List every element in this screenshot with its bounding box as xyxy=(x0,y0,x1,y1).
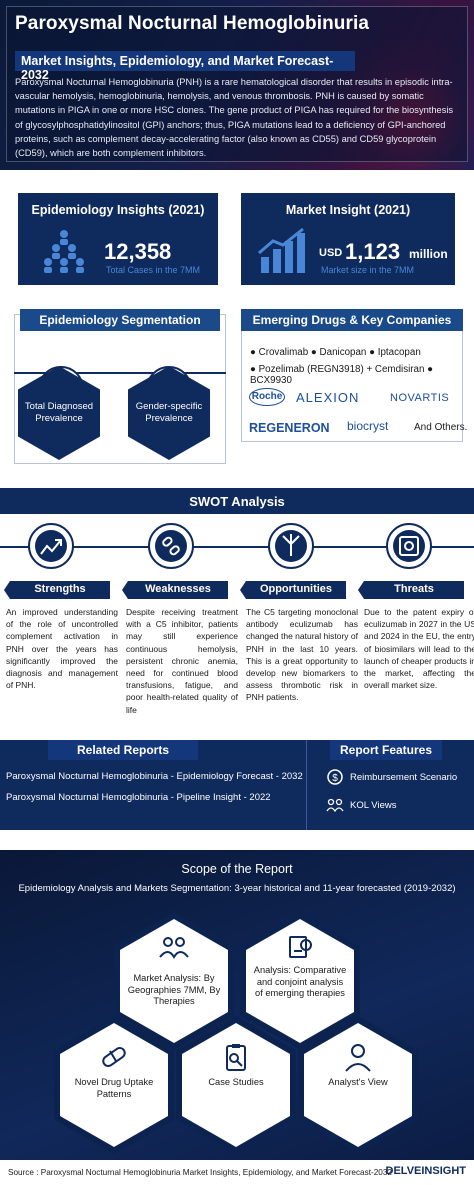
weaknesses-icon xyxy=(148,523,194,569)
market-unit: million xyxy=(409,247,448,261)
scope-item-label: Analyst's View xyxy=(328,1077,388,1087)
epidemiology-caption: Total Cases in the 7MM xyxy=(106,265,201,275)
report-feature-item: KOL Views xyxy=(350,800,397,811)
biocryst-logo: biocryst xyxy=(347,419,389,433)
related-reports-title: Related Reports xyxy=(48,740,198,760)
market-card-title: Market Insight (2021) xyxy=(285,203,411,217)
scope-item-label: Case Studies xyxy=(208,1077,264,1087)
epidemiology-card: Epidemiology Insights (2021) 12,358 Tota… xyxy=(18,193,218,285)
swot-strengths-label: Strengths xyxy=(4,581,110,599)
pill-icon xyxy=(102,1046,126,1068)
epidemiology-value: 12,358 xyxy=(104,239,172,264)
section-divider xyxy=(306,740,307,830)
swot-opportunities-text: The C5 targeting monoclonal antibody ecu… xyxy=(246,607,358,703)
alexion-logo: ALEXION xyxy=(296,390,360,405)
segment-label: Total Diagnosed Prevalence xyxy=(24,401,94,424)
delveinsight-logo: DELVEINSIGHT xyxy=(385,1165,466,1177)
related-report-link[interactable]: Paroxysmal Nocturnal Hemoglobinuria - Pi… xyxy=(6,792,271,803)
drug-list-line-2: ● Pozelimab (REGN3918) + Cemdisiran ● BC… xyxy=(250,364,434,386)
strengths-icon xyxy=(28,523,74,569)
scope-item-label: Market Analysis: By Geographies 7MM, By … xyxy=(127,973,221,1006)
scope-market-analysis: Market Analysis: By Geographies 7MM, By … xyxy=(120,919,228,1043)
opportunities-icon xyxy=(268,523,314,569)
kol-icon xyxy=(326,798,344,813)
roche-logo: Roche xyxy=(249,388,285,406)
regeneron-logo: REGENERON xyxy=(249,421,330,435)
segmentation-connector xyxy=(14,372,226,374)
source-footer: Source : Paroxysmal Nocturnal Hemoglobin… xyxy=(0,1160,474,1185)
novartis-logo: NOVARTIS xyxy=(390,392,450,404)
market-currency: USD xyxy=(319,247,343,259)
scope-title: Scope of the Report xyxy=(181,862,293,876)
clipboard-icon xyxy=(226,1044,246,1071)
swot-timeline xyxy=(0,546,474,548)
svg-text:$: $ xyxy=(332,773,338,784)
swot-opportunities-label: Opportunities xyxy=(240,581,346,599)
page-title: Paroxysmal Nocturnal Hemoglobinuria xyxy=(15,13,370,34)
drug-list-line-1: ● Crovalimab ● Danicopan ● Iptacopan xyxy=(250,347,421,358)
people-pyramid-icon xyxy=(44,230,84,273)
scope-section: Scope of the Report Epidemiology Analysi… xyxy=(0,850,474,1160)
analysis-icon xyxy=(289,936,312,958)
reimbursement-icon: $ xyxy=(327,769,343,785)
market-value: 1,123 xyxy=(345,239,401,264)
scope-subtitle: Epidemiology Analysis and Markets Segmen… xyxy=(18,883,456,894)
swot-weaknesses-text: Despite receiving treatment with a C5 in… xyxy=(126,607,238,715)
swot-strengths-text: An improved understanding of the role of… xyxy=(6,607,118,691)
report-feature-item: Reimbursement Scenario xyxy=(350,772,458,783)
market-card: Market Insight (2021) USD 1,123 million … xyxy=(241,193,455,285)
swot-weaknesses-label: Weaknesses xyxy=(122,581,228,599)
swot-threats-text: Due to the patent expiry of eculizumab i… xyxy=(364,607,474,691)
drugs-title: Emerging Drugs & Key Companies xyxy=(241,309,463,331)
related-reports-section: Related Reports Paroxysmal Nocturnal Hem… xyxy=(0,740,474,830)
other-companies: And Others. xyxy=(414,422,468,433)
market-caption: Market size in the 7MM xyxy=(321,265,415,275)
analyst-icon xyxy=(345,1044,371,1072)
epidemiology-card-title: Epidemiology Insights (2021) xyxy=(31,203,205,217)
hero-banner: Paroxysmal Nocturnal Hemoglobinuria Mark… xyxy=(0,0,474,170)
threats-icon xyxy=(386,523,432,569)
scope-item-label: Novel Drug Uptake Patterns xyxy=(74,1077,154,1099)
intro-paragraph: Paroxysmal Nocturnal Hemoglobinuria (PNH… xyxy=(15,77,454,159)
related-report-link[interactable]: Paroxysmal Nocturnal Hemoglobinuria - Ep… xyxy=(6,771,303,782)
swot-threats-label: Threats xyxy=(358,581,464,599)
scope-comparative-analysis: Analysis: Comparative and conjoint analy… xyxy=(246,919,354,1043)
team-icon xyxy=(159,937,189,959)
segment-label: Gender-specific Prevalence xyxy=(135,401,203,424)
hero-box: Paroxysmal Nocturnal Hemoglobinuria Mark… xyxy=(6,6,468,162)
swot-title: SWOT Analysis xyxy=(0,488,474,514)
page-subtitle: Market Insights, Epidemiology, and Marke… xyxy=(15,51,355,82)
report-features-title: Report Features xyxy=(330,740,442,760)
growth-chart-icon xyxy=(258,227,305,273)
scope-item-label: Analysis: Comparative and conjoint analy… xyxy=(253,965,347,998)
segmentation-title: Epidemiology Segmentation xyxy=(20,309,220,331)
